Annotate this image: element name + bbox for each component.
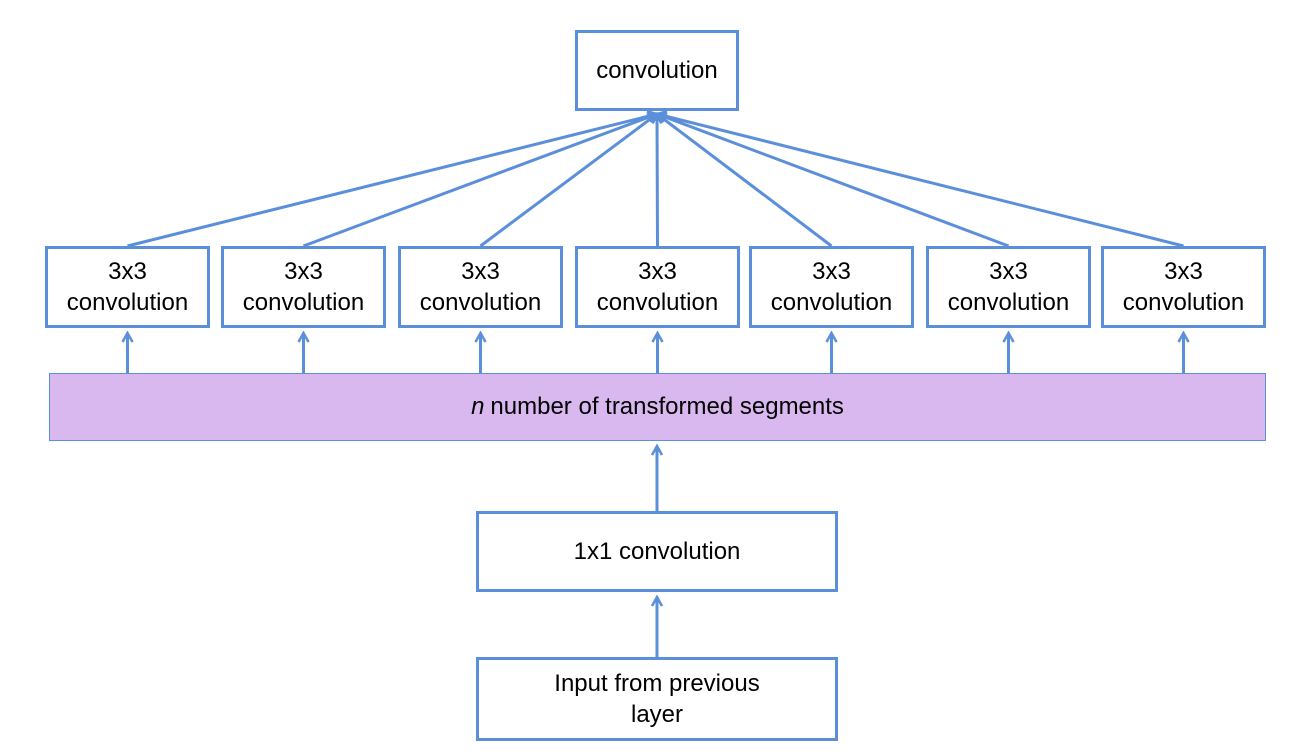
- branch-conv-label-line1: 3x3: [284, 258, 323, 285]
- branch-conv-box-2: 3x3 convolution: [221, 246, 386, 328]
- branch-conv-box-7: 3x3 convolution: [1101, 246, 1266, 328]
- pointwise-convolution-box: 1x1 convolution: [476, 511, 838, 592]
- branch-conv-label-line2: convolution: [1122, 289, 1245, 316]
- arrow-output-from-branch-2: [302, 114, 658, 248]
- branch-conv-label-line2: convolution: [242, 289, 365, 316]
- arrow-output-from-branch-4: [657, 114, 658, 247]
- branch-conv-label-line2: convolution: [419, 289, 542, 316]
- branch-conv-label-line2: convolution: [770, 289, 893, 316]
- branch-conv-box-6: 3x3 convolution: [926, 246, 1091, 328]
- segments-label: number of transformed segments: [490, 393, 844, 420]
- branch-conv-label-line1: 3x3: [108, 258, 147, 285]
- branch-conv-label-line2: convolution: [596, 289, 719, 316]
- convolution-output-label: convolution: [596, 57, 718, 84]
- transformed-segments-band: n number of transformed segments: [49, 373, 1266, 441]
- arrow-output-from-branch-6: [657, 114, 1010, 248]
- arrow-output-from-branch-5: [657, 114, 833, 248]
- branch-conv-label-line1: 3x3: [638, 258, 677, 285]
- input-box: Input from previous layer: [476, 657, 838, 741]
- branch-conv-label-line1: 3x3: [1164, 258, 1203, 285]
- branch-conv-box-4: 3x3 convolution: [575, 246, 740, 328]
- branch-conv-box-1: 3x3 convolution: [45, 246, 210, 328]
- branch-conv-box-5: 3x3 convolution: [749, 246, 914, 328]
- branch-conv-box-3: 3x3 convolution: [398, 246, 563, 328]
- branch-conv-label-line2: convolution: [947, 289, 1070, 316]
- input-label-line2: layer: [630, 701, 684, 728]
- arrow-output-from-branch-7: [657, 114, 1184, 248]
- branch-conv-label-line1: 3x3: [989, 258, 1028, 285]
- branch-up-arrows: [128, 333, 1184, 376]
- pointwise-convolution-label: 1x1 convolution: [573, 538, 741, 565]
- branch-conv-label-line2: convolution: [66, 289, 189, 316]
- fan-in-arrows: [127, 114, 1184, 248]
- branch-conv-label-line1: 3x3: [812, 258, 851, 285]
- branch-conv-label-line1: 3x3: [461, 258, 500, 285]
- input-label-line1: Input from previous: [554, 670, 760, 697]
- arrow-output-from-branch-3: [479, 114, 658, 248]
- arrow-output-from-branch-1: [127, 114, 658, 248]
- convolution-output-box: convolution: [575, 30, 739, 111]
- segments-variable: n: [471, 393, 485, 420]
